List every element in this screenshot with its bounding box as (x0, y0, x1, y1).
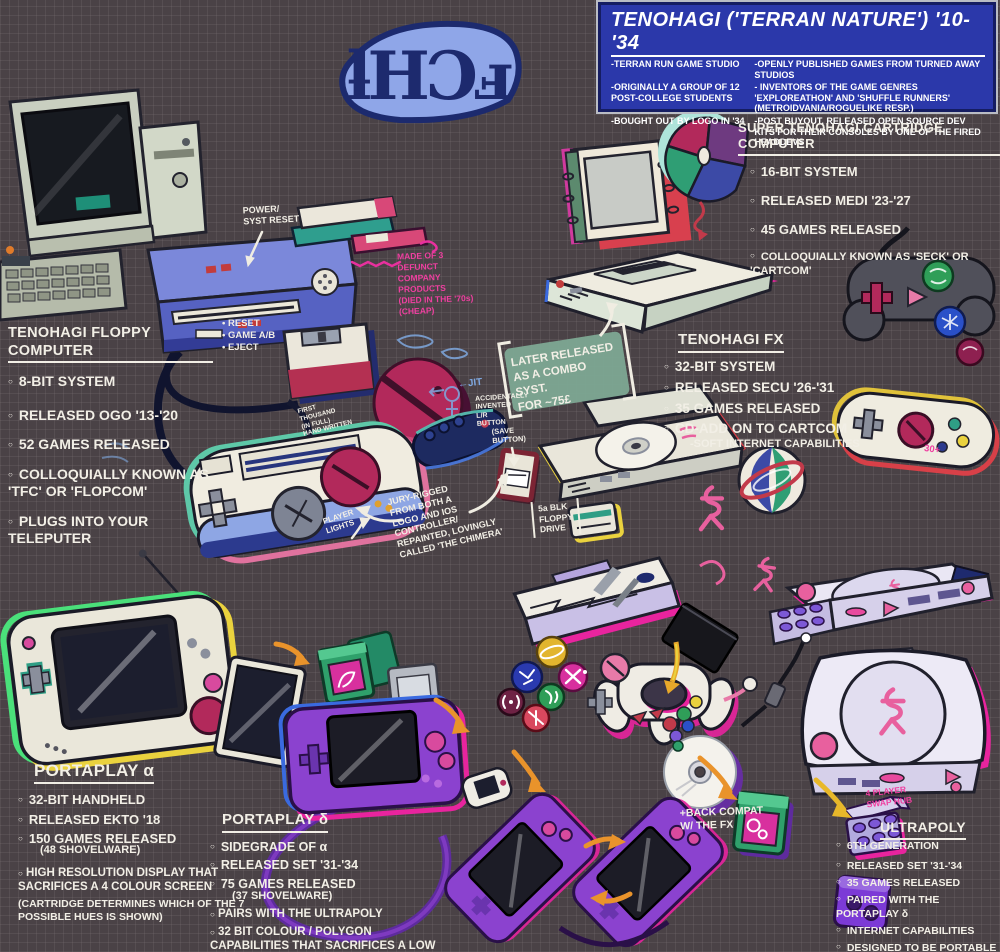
bullet-item: COLLOQUIALLY KNOWN AS 'TFC' OR 'FLOPCOM' (8, 466, 213, 501)
bullet-item: 32-BIT SYSTEM (664, 359, 899, 376)
bullet-item: COLLOQUIALLY KNOWN AS 'SECK' OR 'CARTCOM… (750, 251, 1000, 279)
annotation-power-reset: POWER/ SYST RESET (242, 203, 300, 227)
crt-computer (8, 88, 208, 258)
alpha-title: PORTAPLAY α (34, 760, 155, 785)
portaplay-alpha (0, 549, 245, 771)
ultrapoly-round-console (800, 646, 991, 796)
navy-controller (411, 407, 509, 470)
pointer-arrows (245, 230, 520, 540)
cd-disc (663, 735, 743, 815)
section-fx: TENOHAGI FX 32-BIT SYSTEM RELEASED SECU … (664, 330, 899, 452)
bullet-item: PAIRED WITH THE PORTAPLAY δ (836, 894, 1000, 920)
combo-arrow (598, 302, 618, 337)
info-left-3: -BOUGHT OUT BY LOGO IN '34 (611, 116, 745, 127)
ultrapoly-bullets: 6TH GENERATION RELEASED SET '31-'34 35 G… (836, 840, 1000, 952)
bullet-item: 6TH GENERATION (836, 840, 1000, 853)
combo-bubble (497, 322, 637, 419)
green-tablet (561, 139, 692, 250)
portaplay-s-right (572, 796, 729, 948)
section-ultrapoly: ULTRAPOLY (880, 818, 998, 840)
bullet-item: 150 GAMES RELEASED (18, 831, 258, 847)
delta-bullet5: ○ 32 BIT COLOUR / POLYGON CAPABILITIES T… (210, 925, 436, 952)
info-right-1: -OPENLY PUBLISHED GAMES FROM TURNED AWAY… (754, 59, 981, 80)
ball-cluster (496, 635, 589, 733)
keyboard (0, 246, 128, 322)
section-cartridge-computer: SUPER TENOHAGI CARTRIDGE COMPUTER 16-BIT… (738, 120, 1000, 288)
cartridge-title: SUPER TENOHAGI CARTRIDGE COMPUTER (738, 120, 1000, 156)
info-right-2: - INVENTORS OF THE GAME GENRES 'EXPLOREA… (754, 82, 950, 114)
info-title: TENOHAGI ('TERRAN NATURE') '10-'34 (611, 9, 985, 57)
bullet-item: 8-BIT SYSTEM (8, 373, 213, 391)
purple-handheld (260, 694, 471, 943)
bullet-item: RELEASED SET '31-'34 (210, 858, 438, 874)
save-cartridge (494, 447, 541, 505)
alpha-bullet4: ○ HIGH RESOLUTION DISPLAY THAT SACRIFICE… (18, 866, 219, 894)
annotation-rear-buttons: • RESET • GAME A/B • EJECT (222, 318, 276, 353)
bullet-item: PLUGS INTO YOUR TELEPUTER (8, 513, 213, 548)
bullet-item: CD-ADD ON TO CARTCOM (664, 421, 899, 438)
bullet-item: RELEASED SECU '26-'31 (664, 380, 899, 397)
trident-controller (587, 641, 758, 746)
info-left-1: -TERRAN RUN GAME STUDIO (611, 59, 740, 69)
bullet-item: RELEASED EKTO '18 (18, 812, 258, 828)
bullet-item: 16-BIT SYSTEM (750, 164, 1000, 180)
bullet-item: 75 GAMES RELEASED (210, 877, 438, 893)
alpha-note2: (CARTRIDGE DETERMINES WHICH OF THE 7 POS… (18, 897, 245, 923)
bullet-item: RELEASED SET '31-'34 (836, 860, 1000, 873)
flow-arrows (273, 641, 852, 906)
section-portaplay-alpha: PORTAPLAY α 32-BIT HANDHELD RELEASED EKT… (18, 760, 258, 924)
mini-white-handheld (461, 767, 513, 809)
green-cartridges (317, 630, 402, 705)
bullet-item: INTERNET CAPABILITIES (836, 925, 1000, 938)
annotation-made-of-3: MADE OF 3 DEFUNCT COMPANY PRODUCTS (DIED… (396, 249, 474, 317)
ultrapoly-slim-console (740, 562, 994, 728)
bullet-item: DESIGNED TO BE PORTABLE (836, 942, 1000, 952)
bullet-item: SIDEGRADE OF α (210, 840, 438, 856)
annotation-thirty-plus: 30+ (923, 442, 941, 457)
bullet-item: 45 GAMES RELEASED (750, 222, 1000, 238)
alpha-note1: (48 SHOVELWARE) (40, 844, 141, 856)
tenohagi-logo: ƚHƆⅎ (339, 20, 522, 124)
delta-title: PORTAPLAY δ (222, 811, 329, 833)
section-portaplay-delta: PORTAPLAY δ SIDEGRADE OF α RELEASED SET … (210, 810, 438, 952)
info-box: TENOHAGI ('TERRAN NATURE') '10-'34 -TERR… (598, 2, 996, 147)
annotation-save-button: (SAVE BUTTON) (491, 425, 527, 446)
bullet-item: 35 GAMES RELEASED (664, 401, 899, 418)
bullet-item: RELEASED MEDI '23-'27 (750, 193, 1000, 209)
section-floppy-computer: TENOHAGI FLOPPY COMPUTER 8-BIT SYSTEM RE… (8, 324, 213, 557)
portaplay-s-left (444, 792, 601, 944)
mini-floppy-drive (567, 501, 624, 543)
annotation-back-compat: +BACK COMPAT W/ THE FX (679, 804, 764, 833)
fx-title: TENOHAGI FX (678, 331, 784, 353)
cartridge-computer-console (544, 250, 778, 334)
floppy-disk (282, 322, 381, 404)
fx-sub: -SOFT INTERNET CAPABILITIES (690, 438, 860, 451)
wedge-console (512, 556, 685, 652)
floppy-disk-stack (290, 195, 429, 255)
info-left-2: -ORIGINALLY A GROUP OF 12 POST-COLLEGE S… (611, 82, 740, 103)
delta-note1: (37 SHOVELWARE) (232, 889, 333, 902)
fan-logo (658, 110, 750, 241)
s-pair-strap (558, 919, 670, 947)
bullet-item: 35 GAMES RELEASED (836, 877, 1000, 890)
black-cartridge (593, 566, 739, 674)
annotation-floppy-drive: 5a BLK FLOPPY DRIVE (530, 497, 582, 538)
svg-text:ƚHƆⅎ: ƚHƆⅎ (346, 37, 512, 115)
globe-emblem (737, 445, 807, 515)
bullet-item: 32-BIT HANDHELD (18, 792, 258, 808)
info-right-3: -POST BUYOUT, RELEASED OPEN SOURCE DEV K… (754, 116, 981, 148)
floppy-title: TENOHAGI FLOPPY COMPUTER (8, 324, 213, 364)
ultrapoly-title: ULTRAPOLY (880, 819, 966, 840)
bullet-item: 52 GAMES RELEASED (8, 436, 213, 454)
pink-glyph-doodles (419, 240, 778, 594)
annotation-jit: ←JIT (457, 376, 483, 391)
green-cartridge-2 (732, 790, 794, 860)
delta-bullet4: ○ PAIRS WITH THE ULTRAPOLY (210, 908, 383, 921)
bullet-item: RELEASED OGO '13-'20 (8, 407, 213, 425)
